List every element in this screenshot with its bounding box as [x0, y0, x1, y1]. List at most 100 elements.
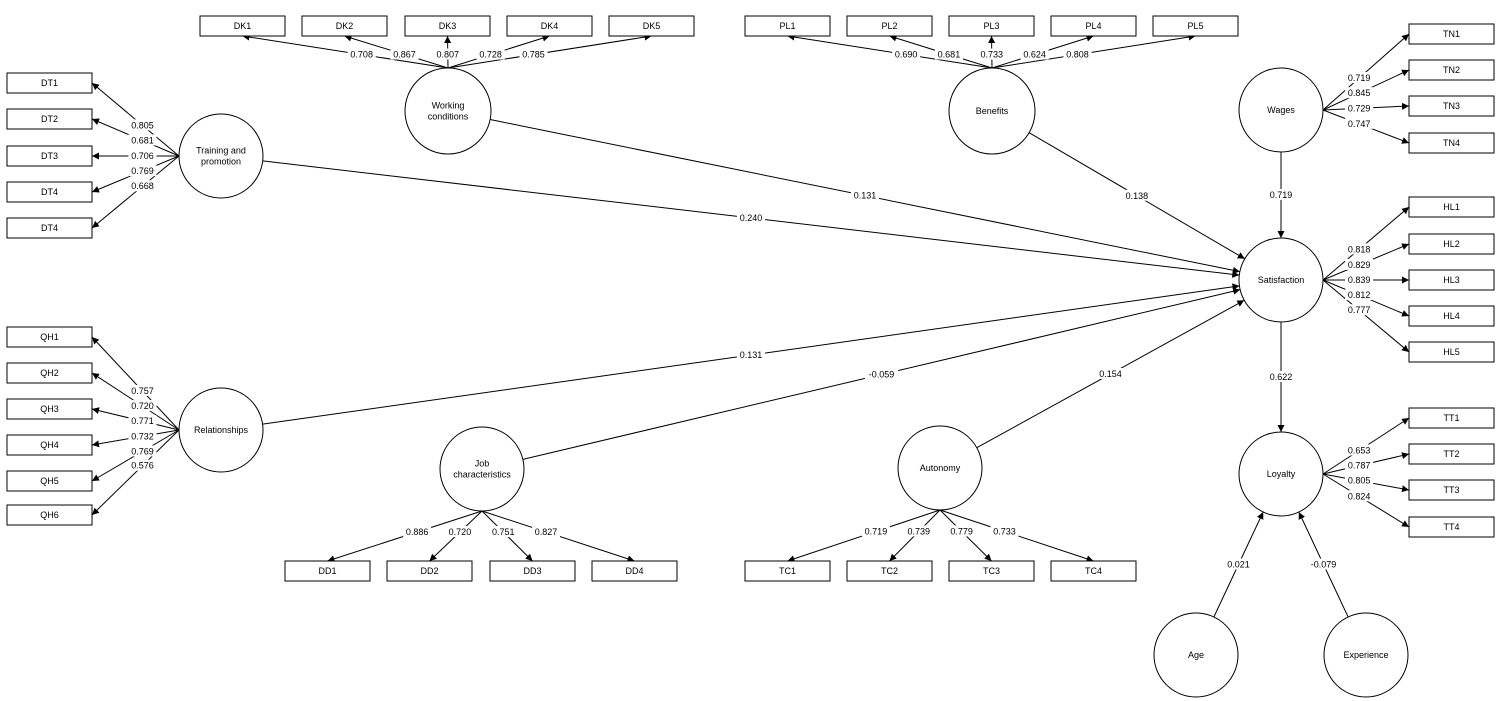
loading-label-qh4: 0.732: [131, 431, 154, 441]
latent-circle: [948, 67, 1036, 155]
loading-label-dt3-background: [128, 150, 157, 161]
indicator-box: [6, 326, 93, 348]
latent-au: Autonomy: [897, 425, 983, 511]
latent-be: Benefits: [948, 67, 1036, 155]
loading-arrow-dk5: [447, 33, 652, 69]
loading-label-tn2-background: [1345, 87, 1374, 99]
indicator-box: [6, 504, 93, 526]
path-coefficient-ag-lo: 0.021: [1227, 560, 1250, 570]
loading-label-dd2-background: [445, 526, 474, 537]
indicator-label: DD3: [523, 566, 541, 576]
latent-label: characteristics: [453, 470, 511, 480]
path-coefficient-tp-sa: 0.240: [740, 213, 763, 223]
indicator-box: [744, 560, 831, 582]
loading-label-qh5: 0.769: [131, 446, 154, 456]
indicator-tt3: TT3: [1408, 479, 1495, 501]
loading-label-hl2-background: [1345, 258, 1374, 270]
indicator-dk5: DK5: [608, 15, 695, 37]
latent-label: Experience: [1343, 650, 1388, 660]
loading-label-dt5: 0.668: [131, 181, 154, 191]
latent-label: promotion: [201, 157, 241, 167]
indicator-box: [1408, 132, 1495, 154]
indicator-qh5: QH5: [6, 470, 93, 492]
latent-label: Satisfaction: [1258, 275, 1305, 285]
loading-label-pl2: 0.681: [938, 50, 961, 60]
indicator-box: [6, 470, 93, 492]
loading-label-tn3-background: [1345, 102, 1374, 114]
latent-label: Wages: [1267, 105, 1295, 115]
loading-label-tt4: 0.824: [1348, 491, 1371, 501]
loading-label-tt4-background: [1345, 490, 1374, 502]
indicator-label: QH4: [40, 440, 59, 450]
indicator-label: TT2: [1443, 449, 1459, 459]
indicator-dd1: DD1: [284, 560, 371, 582]
loading-label-tc4-background: [990, 525, 1019, 537]
indicator-box: [1408, 341, 1495, 363]
indicator-tn3: TN3: [1408, 95, 1495, 117]
indicator-box: [1408, 269, 1495, 291]
indicator-box: [1408, 479, 1495, 501]
loading-label-hl4-background: [1345, 289, 1374, 301]
indicator-box: [386, 560, 473, 582]
indicator-box: [6, 434, 93, 456]
indicator-label: TT3: [1443, 485, 1459, 495]
loading-label-hl4: 0.812: [1348, 290, 1371, 300]
loading-label-qh6-background: [128, 459, 157, 471]
indicator-dk4: DK4: [506, 15, 593, 37]
latent-label: Benefits: [976, 106, 1009, 116]
indicator-label: HL2: [1443, 239, 1460, 249]
loading-arrow-pl5: [991, 33, 1196, 69]
indicator-hl1: HL1: [1408, 196, 1495, 218]
loading-label-dd1-background: [403, 526, 432, 537]
loading-label-qh1: 0.757: [131, 386, 154, 396]
path-coefficient-wa-sa: 0.719: [1270, 190, 1293, 200]
indicator-dd3: DD3: [489, 560, 576, 582]
loading-label-pl3: 0.733: [981, 50, 1004, 60]
indicator-label: DD2: [420, 566, 438, 576]
path-coefficient-tp-sa-background: [737, 212, 765, 223]
indicator-tc2: TC2: [846, 560, 933, 582]
indicator-label: PL3: [983, 21, 999, 31]
loading-label-tn1-background: [1345, 72, 1374, 84]
loading-label-tt3-background: [1345, 474, 1374, 486]
loading-arrow-tn1: [1322, 33, 1410, 111]
indicator-box: [608, 15, 695, 37]
indicator-label: TN2: [1443, 65, 1460, 75]
loading-label-dt1: 0.805: [131, 120, 154, 130]
path-coefficient-sa-lo-background: [1267, 371, 1295, 382]
loading-label-qh5-background: [128, 445, 157, 457]
loading-label-tc2-background: [904, 525, 933, 537]
latent-circle: [439, 426, 525, 512]
loading-label-hl1-background: [1345, 243, 1374, 255]
loading-arrow-dt5: [91, 155, 180, 229]
latent-label: Loyalty: [1267, 469, 1296, 479]
indicator-dd4: DD4: [591, 560, 678, 582]
indicator-qh1: QH1: [6, 326, 93, 348]
loading-label-dk1-background: [347, 48, 376, 60]
indicator-tt2: TT2: [1408, 443, 1495, 465]
loading-label-dd1: 0.886: [406, 527, 429, 537]
loading-label-hl3-background: [1345, 274, 1374, 285]
loading-label-hl5-background: [1345, 304, 1374, 316]
loading-arrow-qh6: [91, 429, 180, 516]
path-coefficient-wa-sa-background: [1267, 189, 1295, 200]
loading-label-dd3: 0.751: [492, 527, 515, 537]
indicator-box: [1408, 233, 1495, 255]
latent-label: Relationships: [194, 425, 249, 435]
loading-label-tn4: 0.747: [1348, 119, 1371, 129]
loading-label-tc2: 0.739: [908, 526, 931, 536]
indicator-box: [1408, 443, 1495, 465]
path-coefficient-re-sa-background: [737, 349, 765, 360]
indicator-box: [6, 145, 93, 167]
indicator-qh3: QH3: [6, 398, 93, 420]
indicator-label: PL5: [1187, 21, 1203, 31]
indicator-box: [846, 560, 933, 582]
loading-label-tn4-background: [1345, 117, 1374, 129]
indicator-label: DD4: [625, 566, 643, 576]
indicator-label: DT1: [41, 78, 58, 88]
loading-label-pl2-background: [934, 48, 963, 60]
loading-label-dk3: 0.807: [437, 50, 460, 60]
loading-label-pl5-background: [1063, 48, 1092, 60]
indicator-label: DT4: [41, 187, 58, 197]
